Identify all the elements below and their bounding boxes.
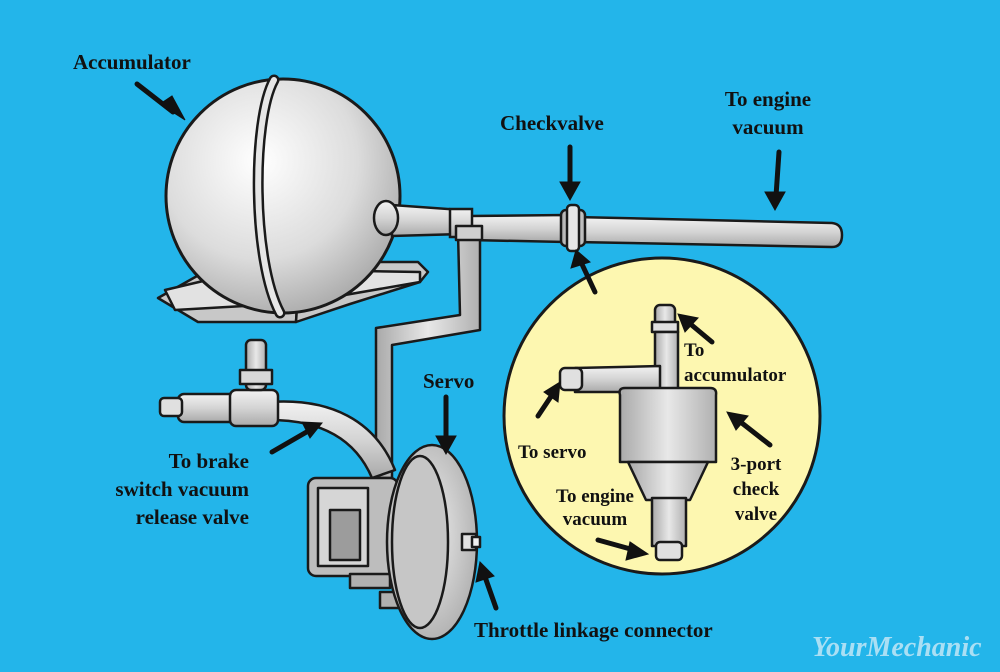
inset-label-3port-3: valve	[735, 504, 777, 525]
arrow-brake-valve-head	[301, 421, 324, 439]
inset-label-engine-1: To engine	[556, 486, 634, 507]
label-engine-vacuum-1: To engine	[725, 87, 811, 111]
arrow-brake-valve	[269, 427, 313, 455]
checkvalve	[559, 203, 587, 253]
arrow-checkvalve-head	[559, 181, 581, 202]
arrow-inset-link-head	[570, 249, 592, 269]
arrow-three-port-head	[726, 411, 749, 431]
inset-label-to-servo: To servo	[518, 442, 586, 463]
arrow-three-port	[735, 417, 773, 448]
arrow-to-engine-head	[625, 541, 650, 561]
arrow-to-engine	[595, 537, 637, 553]
arrow-to-servo-head	[543, 381, 561, 403]
label-throttle: Throttle linkage connector	[474, 618, 713, 642]
brake-release-valve	[158, 338, 397, 480]
arrow-servo-head	[435, 435, 457, 456]
servo	[306, 443, 482, 641]
inset-label-to-2: accumulator	[684, 365, 787, 386]
label-brake-2: switch vacuum	[115, 477, 249, 501]
arrow-to-accumulator	[685, 319, 715, 345]
arrow-engine-vacuum	[773, 149, 782, 199]
arrow-throttle-head	[475, 560, 495, 583]
arrow-to-accumulator-head	[677, 313, 699, 333]
arrow-throttle	[481, 571, 499, 611]
arrow-inset-link	[577, 257, 598, 295]
pointer-arrows	[134, 81, 786, 611]
inset-label-3port-2: check	[733, 479, 780, 500]
watermark-logo: YourMechanic	[812, 632, 982, 663]
arrow-accumulator-head	[159, 95, 186, 121]
arrow-engine-vacuum-head	[764, 191, 786, 212]
label-engine-vacuum-2: vacuum	[732, 115, 804, 139]
label-accumulator: Accumulator	[73, 50, 191, 74]
label-brake-3: release valve	[136, 505, 249, 529]
label-checkvalve: Checkvalve	[500, 111, 604, 135]
check-valve-inset	[502, 256, 822, 576]
label-brake-1: To brake	[169, 449, 249, 473]
inset-label-3port-1: 3-port	[731, 454, 782, 475]
accumulator-sphere	[164, 74, 402, 319]
inset-label-engine-2: vacuum	[563, 509, 628, 530]
engine-vacuum-line	[468, 213, 844, 249]
label-servo: Servo	[423, 369, 474, 393]
inset-label-to-1: To	[684, 340, 704, 361]
